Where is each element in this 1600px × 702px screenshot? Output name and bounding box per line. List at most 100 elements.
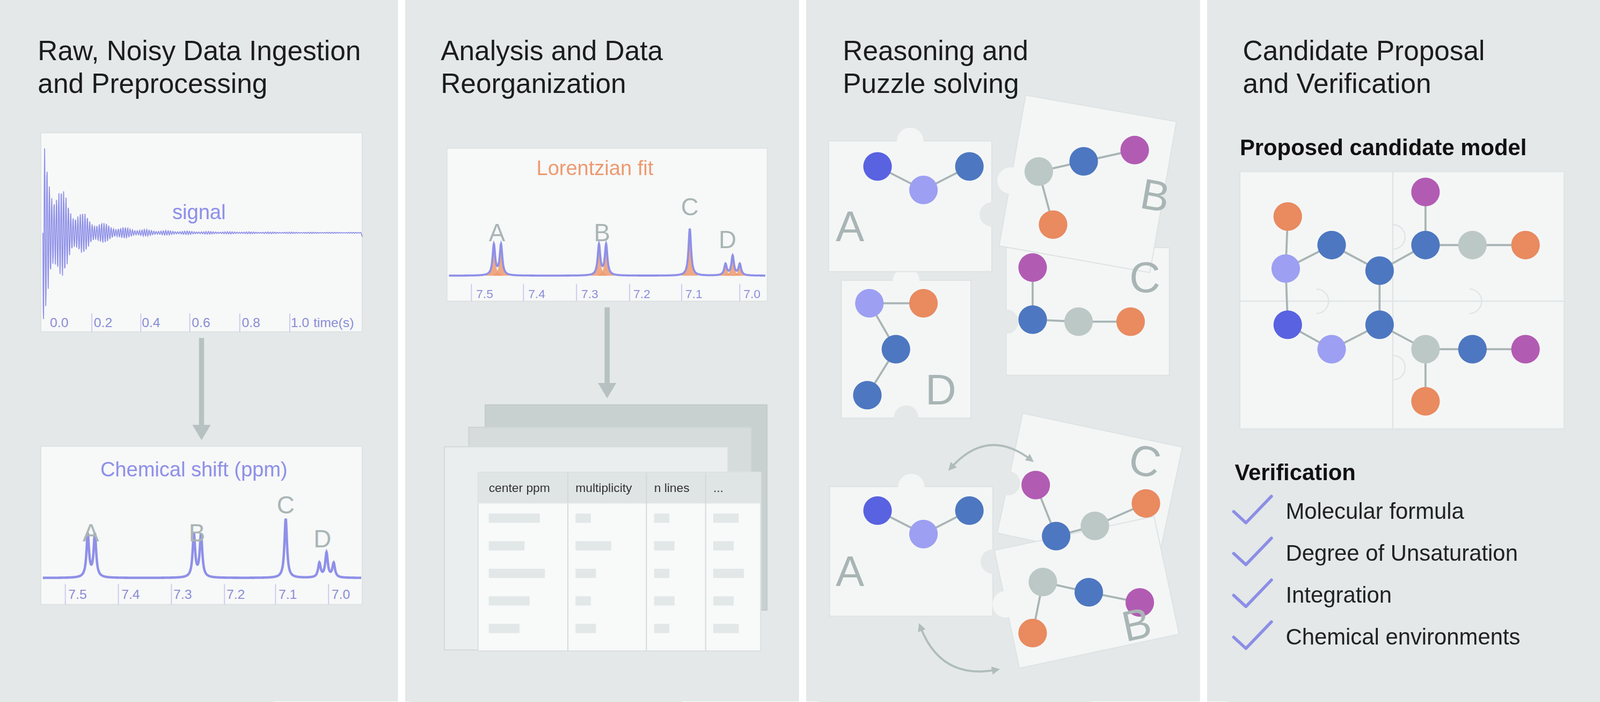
axis-tick-label: 0.6 — [191, 315, 210, 330]
atom — [1411, 230, 1440, 260]
puzzle-piece — [828, 127, 1005, 272]
axis-tick-label: 1.0 — [290, 315, 310, 330]
atom — [1038, 210, 1068, 239]
drawn-shape — [995, 165, 1026, 196]
panel-ground — [405, 0, 800, 701]
table-cell-bar — [713, 541, 734, 551]
drawn-shape — [893, 405, 919, 430]
table-cell-bar — [654, 541, 675, 551]
peak-letter: A — [82, 520, 99, 546]
axis-tick-label: 0.8 — [241, 315, 260, 330]
table-cell-bar — [713, 623, 740, 633]
axis-tick — [522, 283, 524, 302]
panel-heading: Reasoning and Puzzle solving — [842, 34, 1088, 101]
table-cell-bar — [488, 595, 530, 605]
axis-tick-label: 0.4 — [141, 315, 160, 330]
puzzle-tab — [1392, 355, 1406, 381]
table-header: multiplicity — [575, 480, 632, 495]
table-divider — [705, 472, 707, 650]
table-divider — [645, 472, 647, 650]
check-mark — [1233, 495, 1271, 523]
drawn-shape — [896, 127, 924, 155]
panel-heading: Raw, Noisy Data Ingestion and Preprocess… — [37, 34, 395, 101]
axis-tick — [629, 283, 631, 302]
drawn-shape — [979, 201, 1005, 227]
check-mark — [1233, 579, 1271, 606]
atom — [1273, 310, 1303, 339]
table-cell-bar — [488, 541, 525, 551]
molecule — [863, 151, 984, 204]
axis-tick-label: 0.2 — [93, 315, 113, 330]
chart-ground — [447, 148, 768, 302]
axis-tick-label: 7.3 — [173, 587, 192, 601]
drawn-shape — [829, 486, 993, 616]
puzzle-piece — [841, 267, 971, 430]
atom — [1411, 334, 1440, 364]
peak-letter: A — [835, 550, 865, 594]
chart-title: Lorentzian fit — [536, 156, 654, 181]
puzzle-piece — [829, 473, 1006, 616]
table-header: center ppm — [488, 480, 551, 495]
table-header: ... — [713, 480, 724, 495]
atom — [1080, 510, 1109, 540]
atom — [1365, 310, 1394, 339]
table-header: n lines — [654, 480, 690, 495]
atom — [881, 334, 911, 364]
atom — [855, 288, 884, 318]
atom — [1120, 135, 1149, 165]
table-cell-bar — [713, 595, 734, 605]
model-quadrant — [1392, 301, 1565, 429]
drawn-shape — [990, 588, 1022, 620]
axis-tick — [239, 313, 241, 332]
check-item: Integration — [1285, 583, 1392, 606]
atom — [1069, 147, 1098, 176]
axis-tick — [91, 313, 93, 332]
chart-ground — [40, 132, 363, 332]
peak-letter: D — [313, 526, 332, 552]
atom — [1458, 334, 1487, 364]
atom — [852, 380, 882, 409]
table-cell-bar — [654, 623, 670, 633]
axis-tick — [64, 583, 67, 604]
chart-box: signal — [40, 132, 363, 332]
atom — [1131, 488, 1160, 518]
axis-tick-label: 7.1 — [685, 287, 703, 301]
panel: Reasoning and Puzzle solving — [806, 0, 1201, 701]
peak-letter: D — [925, 368, 957, 412]
axis-tick-label: 7.4 — [528, 287, 546, 301]
table-cell-bar — [713, 513, 740, 523]
model-quadrant — [1239, 171, 1393, 301]
drawn-shape — [998, 95, 1176, 273]
atom — [1317, 334, 1346, 364]
atom — [1458, 230, 1487, 260]
atom — [1041, 521, 1071, 550]
atom — [909, 288, 938, 318]
drawn-shape — [993, 468, 1023, 498]
axis-tick-label: 7.2 — [226, 587, 245, 601]
axis-tick-label: 0.0 — [49, 315, 69, 330]
atom — [1064, 307, 1093, 336]
puzzle-piece — [981, 515, 1179, 671]
axis-tick-label: 7.1 — [278, 587, 297, 601]
table-cell-bar — [488, 513, 540, 523]
drawn-shape — [199, 337, 205, 426]
atom — [1024, 157, 1054, 186]
table-cell-bar — [654, 595, 675, 605]
axis-tick — [575, 283, 577, 302]
axis-tick — [118, 583, 120, 604]
axis-tick — [189, 313, 191, 332]
flow-arrow — [597, 307, 617, 398]
axis-tick-label: 7.2 — [633, 287, 651, 301]
peak-letter: B — [593, 220, 610, 246]
table-cell-bar — [488, 568, 546, 578]
panel: Analysis and Data ReorganizationLorentzi… — [405, 0, 800, 701]
flow-arrow — [192, 337, 211, 440]
atom — [1021, 470, 1050, 499]
molecule — [852, 288, 938, 409]
peak-letter: C — [681, 194, 699, 220]
panel-ground — [1207, 0, 1600, 701]
panel-ground — [0, 0, 398, 701]
atom — [1018, 304, 1047, 334]
axis-tick — [681, 283, 683, 302]
table-cell-bar — [654, 568, 670, 578]
